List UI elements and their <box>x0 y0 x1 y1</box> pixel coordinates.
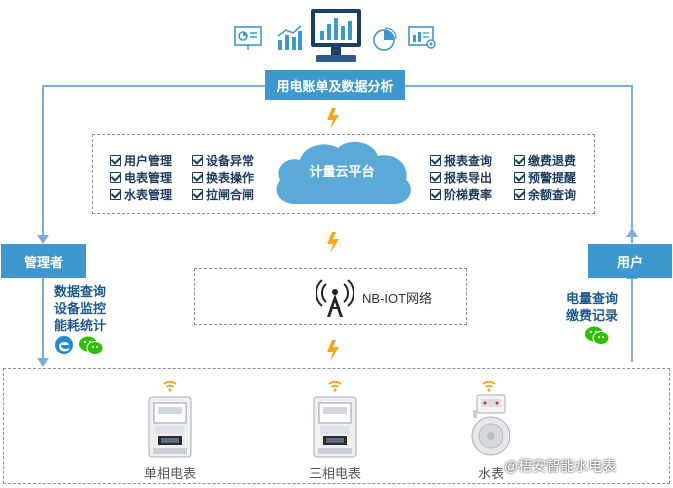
wifi-signal-icon <box>328 380 342 392</box>
wifi-signal-icon <box>482 380 496 392</box>
user-functions: 电量查询 缴费记录 <box>566 290 618 324</box>
connector-top-left <box>42 85 265 87</box>
connector-right-vertical <box>631 85 633 243</box>
dashboard-icon <box>407 25 437 51</box>
check-item: 换表操作 <box>192 169 254 186</box>
cloud-icon <box>276 141 411 204</box>
antenna-tower-icon <box>316 279 354 317</box>
water-meter-label: 水表 <box>477 466 504 481</box>
arrow-down-left-bottom-icon <box>37 358 49 367</box>
manager-function-item: 能耗统计 <box>54 318 107 333</box>
user-function-item: 电量查询 <box>566 291 619 306</box>
check-item: 阶梯费率 <box>430 186 492 203</box>
user-box: 用户 <box>588 244 672 278</box>
browser-icon <box>55 336 73 354</box>
check-item: 电表管理 <box>110 169 172 186</box>
billing-analysis-header: 用电账单及数据分析 <box>265 70 405 100</box>
check-item: 拉闸合闸 <box>192 186 254 203</box>
devices-panel <box>3 368 670 484</box>
lightning-bolt-icon <box>327 108 339 130</box>
electric-meter-icon <box>313 396 357 458</box>
check-item: 报表查询 <box>430 152 492 169</box>
wechat-icon <box>585 326 610 345</box>
electric-meter-icon <box>148 396 192 458</box>
single-phase-meter-label: 单相电表 <box>143 466 196 481</box>
watermark: @梧安智能水电表 <box>504 458 617 474</box>
network-panel <box>194 268 467 325</box>
manager-functions: 数据查询 设备监控 能耗统计 <box>54 283 106 334</box>
connector-left-down <box>42 278 44 362</box>
water-meter-icon <box>471 394 511 456</box>
check-item: 预警提醒 <box>514 169 576 186</box>
check-item: 用户管理 <box>110 152 172 169</box>
manager-box: 管理者 <box>1 244 86 278</box>
check-item: 水表管理 <box>110 186 172 203</box>
check-item: 缴费退费 <box>514 152 576 169</box>
wechat-icon <box>79 336 104 355</box>
connector-right-down <box>631 278 633 362</box>
cloud-platform-label: 计量云平台 <box>309 163 375 179</box>
wifi-signal-icon <box>163 380 177 392</box>
bar-chart-icon <box>275 25 303 51</box>
arrow-up-right-top-icon <box>626 228 638 237</box>
check-item: 报表导出 <box>430 169 492 186</box>
connector-top-right <box>405 85 633 87</box>
three-phase-meter-label: 三相电表 <box>308 466 361 481</box>
pie-chart-icon <box>372 26 398 52</box>
check-item: 设备异常 <box>192 152 254 169</box>
arrow-down-left-top-icon <box>37 235 49 244</box>
connector-left-vertical <box>42 85 44 243</box>
check-item: 余额查询 <box>514 186 576 203</box>
manager-function-item: 设备监控 <box>54 301 107 316</box>
monitor-chart-icon <box>308 6 364 64</box>
lightning-bolt-icon <box>327 340 339 362</box>
presentation-icon <box>233 25 263 51</box>
cloud-platform-panel <box>92 134 595 214</box>
lightning-bolt-icon <box>327 232 339 254</box>
user-function-item: 缴费记录 <box>566 308 619 323</box>
manager-function-item: 数据查询 <box>54 284 107 299</box>
network-label: NB-IOT网络 <box>362 291 433 306</box>
